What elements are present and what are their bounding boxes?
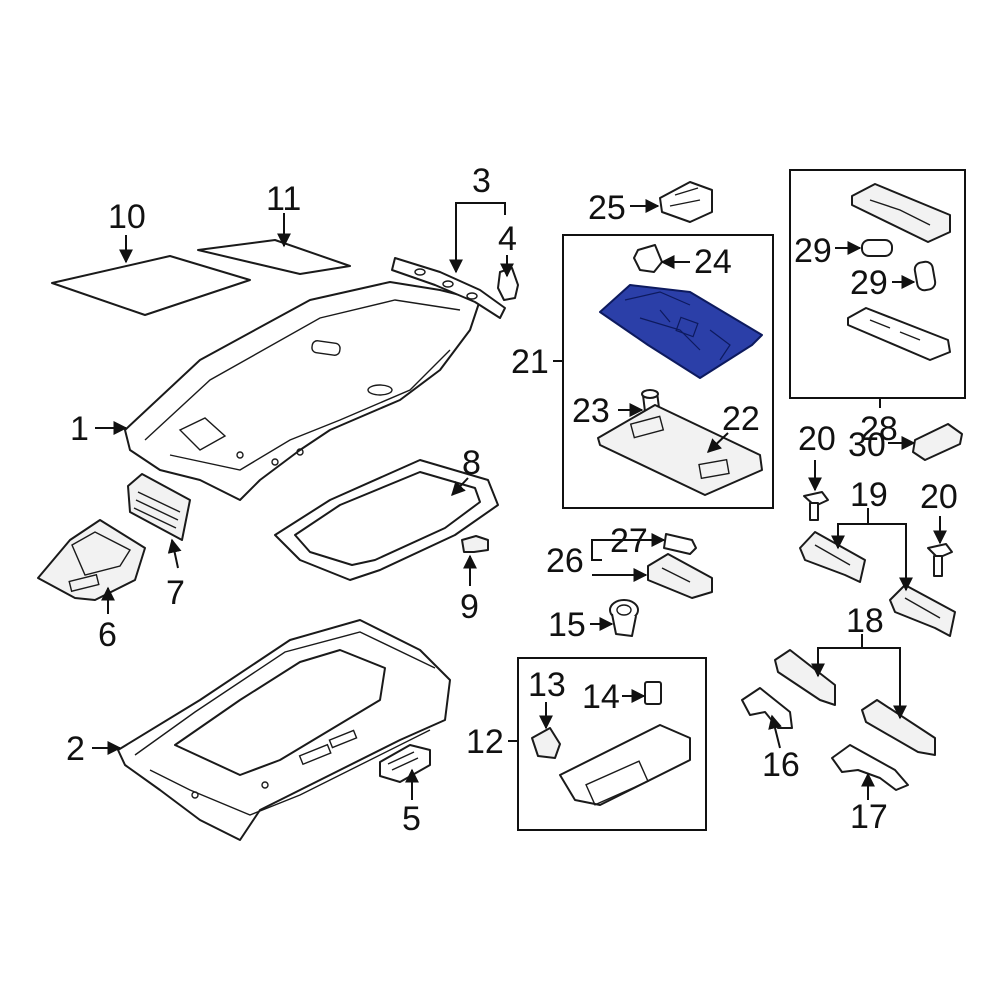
part-18-bracket-b[interactable] bbox=[861, 699, 936, 756]
part-27-bulb[interactable] bbox=[663, 533, 697, 555]
group-box-28 bbox=[789, 169, 966, 399]
label-2: 2 bbox=[66, 730, 85, 768]
part-20-screw-a[interactable] bbox=[803, 491, 829, 521]
label-1: 1 bbox=[70, 410, 89, 448]
label-6: 6 bbox=[98, 616, 117, 654]
part-19-bracket-b[interactable] bbox=[889, 584, 956, 637]
part-14-clip[interactable] bbox=[644, 681, 662, 705]
callout-labels: 10 11 3 4 1 8 9 6 7 2 5 25 24 21 23 22 2… bbox=[66, 162, 958, 838]
part-13-mount[interactable] bbox=[531, 727, 561, 759]
part-18-bracket-a[interactable] bbox=[774, 649, 836, 706]
part-19-bracket-a[interactable] bbox=[799, 531, 866, 583]
label-20a: 20 bbox=[798, 420, 836, 458]
part-6-storage-compartment[interactable] bbox=[37, 519, 146, 601]
label-23: 23 bbox=[572, 392, 610, 430]
part-17-grab-handle[interactable] bbox=[831, 744, 909, 791]
part-15-grommet[interactable] bbox=[609, 599, 639, 637]
part-24-bulb-socket[interactable] bbox=[633, 244, 663, 273]
part-21-console-highlighted[interactable] bbox=[599, 284, 763, 379]
part-22-console-cover[interactable] bbox=[597, 404, 763, 496]
label-5: 5 bbox=[402, 800, 421, 838]
part-30-lamp[interactable] bbox=[912, 423, 963, 461]
part-16-grab-handle[interactable] bbox=[741, 687, 793, 729]
label-26: 26 bbox=[546, 542, 584, 580]
label-12: 12 bbox=[466, 723, 504, 761]
label-24: 24 bbox=[694, 243, 732, 281]
part-29-bulb-b[interactable] bbox=[913, 260, 937, 292]
label-22: 22 bbox=[722, 400, 760, 438]
part-11-rear-panel[interactable] bbox=[197, 239, 351, 275]
part-8-sunroof-frame[interactable] bbox=[274, 459, 499, 581]
part-3-trim-strip[interactable] bbox=[391, 257, 506, 319]
label-8: 8 bbox=[462, 444, 481, 482]
leader-lines bbox=[92, 199, 947, 800]
part-28-lamp-lens[interactable] bbox=[847, 307, 951, 361]
group-box-12 bbox=[517, 657, 707, 831]
label-29a: 29 bbox=[794, 232, 832, 270]
label-25: 25 bbox=[588, 189, 626, 227]
label-11: 11 bbox=[266, 180, 301, 218]
label-20b: 20 bbox=[920, 478, 958, 516]
label-18: 18 bbox=[846, 602, 884, 640]
part-1-headliner[interactable] bbox=[124, 281, 481, 501]
part-25-module[interactable] bbox=[659, 181, 713, 223]
part-29-bulb-a[interactable] bbox=[861, 239, 893, 257]
part-2-headliner-sunroof[interactable] bbox=[117, 619, 451, 841]
part-28-lamp-housing[interactable] bbox=[851, 183, 951, 243]
label-29b: 29 bbox=[850, 264, 888, 302]
label-9: 9 bbox=[460, 588, 479, 626]
label-7: 7 bbox=[166, 574, 185, 612]
label-3: 3 bbox=[472, 162, 491, 200]
part-20-screw-b[interactable] bbox=[927, 543, 953, 577]
label-16: 16 bbox=[762, 746, 800, 784]
label-30: 30 bbox=[848, 426, 886, 464]
label-13: 13 bbox=[528, 666, 566, 704]
label-10: 10 bbox=[108, 198, 146, 236]
group-box-21 bbox=[562, 234, 774, 509]
part-10-roof-panel[interactable] bbox=[51, 255, 251, 316]
label-19: 19 bbox=[850, 476, 888, 514]
label-27: 27 bbox=[610, 522, 648, 560]
label-28: 28 bbox=[860, 410, 898, 448]
label-17: 17 bbox=[850, 798, 888, 836]
part-9-clip[interactable] bbox=[461, 535, 489, 553]
part-5-switch[interactable] bbox=[379, 744, 431, 783]
part-12-sun-visor[interactable] bbox=[559, 724, 691, 806]
part-26-lamp[interactable] bbox=[647, 553, 713, 599]
label-4: 4 bbox=[498, 220, 517, 258]
label-15: 15 bbox=[548, 606, 586, 644]
label-21: 21 bbox=[511, 343, 549, 381]
part-7-cover[interactable] bbox=[127, 473, 191, 541]
label-14: 14 bbox=[582, 678, 620, 716]
